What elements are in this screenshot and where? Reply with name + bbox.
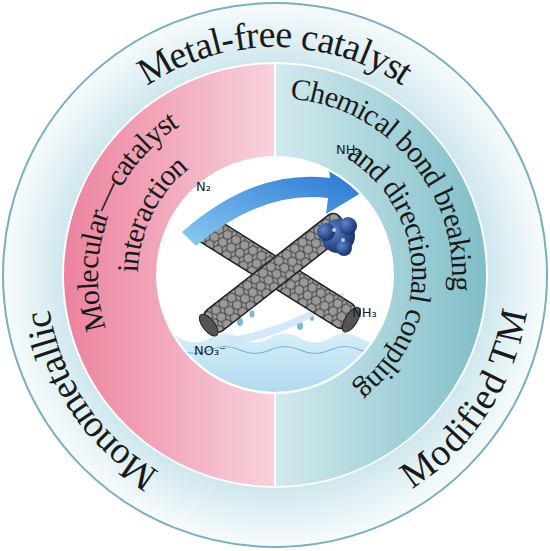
- arc-letter: e: [275, 12, 293, 57]
- arc-letter: g: [444, 276, 479, 293]
- right-half-ring: Chemical bond breaking and directional c…: [275, 63, 487, 487]
- half-ring-fill: [275, 63, 487, 487]
- chemical-label: NO₃⁻: [194, 344, 226, 358]
- chemical-label: N₂: [196, 180, 211, 194]
- ring-label: Chemical bond breaking and directional c…: [275, 63, 487, 487]
- half-ring-fill: [63, 63, 275, 487]
- catalyst-particle: [317, 217, 357, 256]
- ring-border: [3, 3, 547, 547]
- arc-letter: e: [71, 269, 105, 282]
- arc-letter: n: [405, 266, 439, 281]
- left-half-ring: Molecular—catalyst interaction: [63, 63, 275, 487]
- arc-letter: e: [258, 12, 276, 57]
- chemical-label: NH₃: [352, 306, 377, 320]
- ring-label: Molecular—catalyst interaction: [63, 63, 275, 487]
- ring-border: [63, 63, 487, 487]
- arc-letter: n: [445, 261, 479, 277]
- nanotube: [196, 210, 351, 339]
- chemical-label: NH₃: [336, 143, 361, 157]
- ring-fill: [3, 3, 547, 547]
- arc-letter: o: [403, 250, 438, 269]
